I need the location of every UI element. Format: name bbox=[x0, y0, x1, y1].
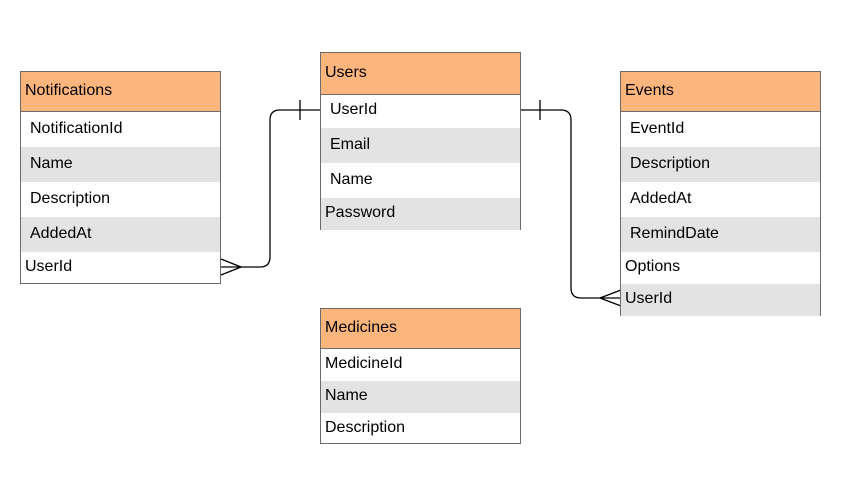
notifications-field: Name bbox=[21, 147, 220, 182]
relation-users-events bbox=[520, 109, 621, 299]
medicines-table[interactable]: Medicines MedicineId Name Description bbox=[320, 308, 521, 444]
events-header: Events bbox=[621, 72, 820, 112]
notifications-table[interactable]: Notifications NotificationId Name Descri… bbox=[20, 71, 221, 284]
medicines-field: Description bbox=[325, 419, 406, 436]
medicines-header: Medicines bbox=[321, 309, 520, 349]
notifications-field: NotificationId bbox=[30, 120, 123, 137]
users-field: Email bbox=[321, 128, 520, 163]
notifications-field: AddedAt bbox=[21, 217, 220, 252]
events-table[interactable]: Events EventId Description AddedAt Remin… bbox=[620, 71, 821, 316]
many-marker-notifications bbox=[220, 258, 242, 276]
notifications-field-userid: UserId bbox=[25, 258, 73, 275]
notifications-field: Description bbox=[30, 190, 111, 207]
many-marker-events bbox=[599, 289, 622, 307]
events-field-userid: UserId bbox=[621, 284, 820, 316]
users-table[interactable]: Users UserId Email Name Password bbox=[320, 52, 521, 230]
relation-users-notifications bbox=[221, 109, 320, 268]
events-field: Description bbox=[621, 147, 820, 182]
users-field: Name bbox=[330, 171, 373, 188]
users-field-userid: UserId bbox=[330, 101, 378, 118]
users-field: Password bbox=[321, 198, 520, 230]
events-field: EventId bbox=[630, 120, 685, 137]
events-field: AddedAt bbox=[630, 190, 692, 207]
notifications-header: Notifications bbox=[21, 72, 220, 112]
medicines-field: MedicineId bbox=[325, 355, 403, 372]
medicines-field: Name bbox=[321, 381, 520, 413]
events-field: RemindDate bbox=[621, 217, 820, 252]
users-header: Users bbox=[321, 53, 520, 95]
events-field: Options bbox=[625, 258, 681, 275]
